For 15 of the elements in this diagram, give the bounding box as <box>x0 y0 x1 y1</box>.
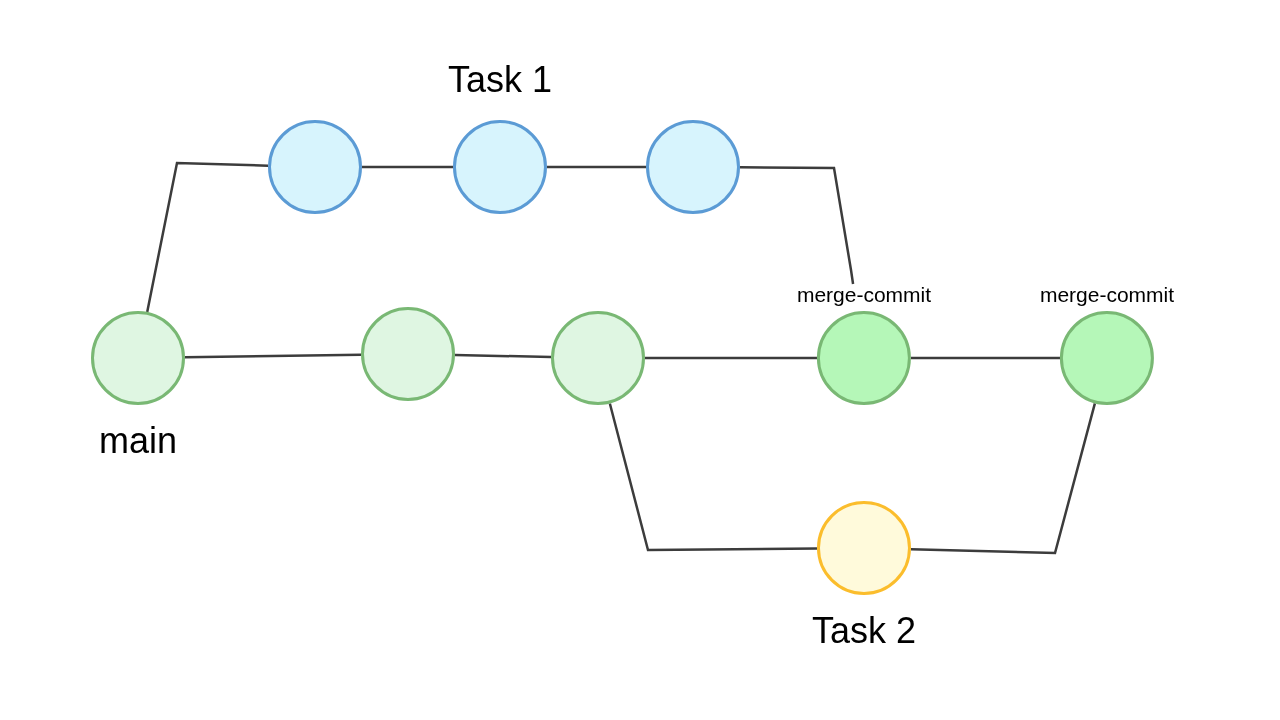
branch-line <box>146 161 269 313</box>
branch-label: Task 1 <box>448 62 552 98</box>
branch-label: merge-commit <box>796 284 932 305</box>
branch-label: main <box>99 423 177 459</box>
branch-line <box>184 353 362 359</box>
branch-line <box>645 356 817 360</box>
branch-line <box>608 403 817 552</box>
branch-line <box>740 166 855 285</box>
branch-label: Task 2 <box>812 613 916 649</box>
branch-line <box>911 356 1060 360</box>
branch-line <box>910 403 1097 555</box>
branch-line <box>454 353 552 359</box>
branch-line <box>362 165 453 169</box>
branch-label: merge-commit <box>1039 284 1175 305</box>
branch-line <box>547 165 646 169</box>
